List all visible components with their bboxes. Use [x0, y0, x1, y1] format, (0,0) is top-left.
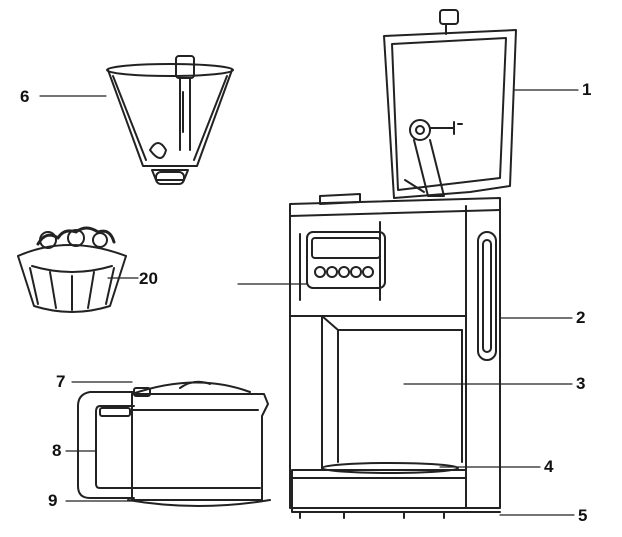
callout-3: 3	[576, 374, 586, 393]
callout-7: 7	[56, 372, 66, 391]
filter-basket-icon	[106, 55, 234, 185]
warming-plate-icon	[291, 462, 467, 479]
callout-8: 8	[52, 441, 62, 460]
base-icon	[291, 477, 501, 519]
carafe-icon	[127, 393, 271, 507]
callout-4: 4	[544, 457, 554, 476]
permanent-filter-icon	[17, 226, 127, 313]
callout-9: 9	[48, 491, 58, 510]
callout-6: 6	[20, 87, 30, 106]
callout-2: 2	[576, 308, 586, 327]
housing-icon	[289, 193, 501, 509]
control-panel-icon	[306, 231, 386, 289]
leader-lines	[39, 89, 579, 516]
callout-20: 20	[139, 269, 158, 288]
callout-1: 1	[582, 80, 592, 99]
lid-icon	[383, 9, 517, 199]
water-level-window-icon	[477, 231, 497, 361]
carafe-handle-icon	[77, 391, 135, 499]
callout-5: 5	[578, 506, 588, 525]
